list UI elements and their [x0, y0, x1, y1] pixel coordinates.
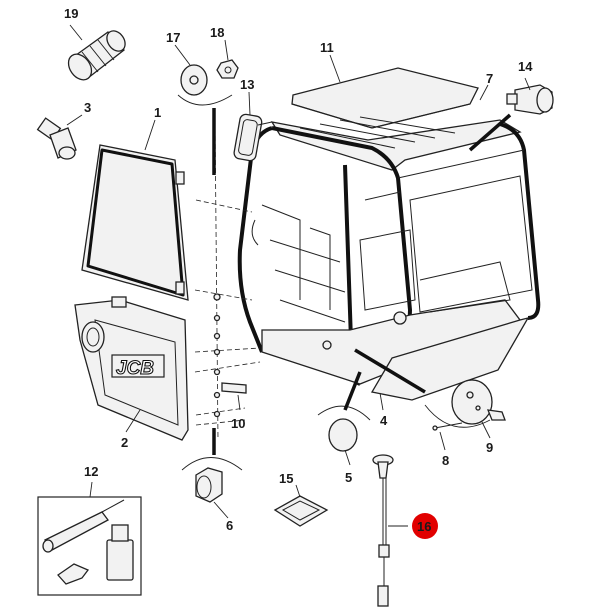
callout-7: 7 — [486, 71, 493, 86]
part-17-washer — [177, 64, 233, 106]
callout-8: 8 — [442, 453, 449, 468]
callout-11: 11 — [320, 40, 334, 55]
logo-text: JCB — [116, 358, 154, 379]
callout-4: 4 — [380, 413, 388, 428]
callout-1: 1 — [154, 105, 161, 120]
callout-13: 13 — [240, 77, 254, 92]
door-glass — [81, 144, 189, 301]
part-16-cable — [372, 454, 394, 607]
callout-16: 16 — [417, 519, 431, 534]
highlight-circle — [412, 513, 438, 539]
callout-17: 17 — [166, 30, 180, 45]
part-10-bracket — [221, 382, 247, 394]
leader-lines — [66, 24, 531, 527]
callout-18: 18 — [210, 25, 224, 40]
door-panel: JCB — [74, 296, 189, 441]
part-19-grommet — [67, 30, 126, 81]
callout-3: 3 — [84, 100, 91, 115]
part-12-adhesive-kit — [37, 496, 142, 596]
part-5-cap — [317, 405, 371, 452]
callout-2: 2 — [121, 435, 128, 450]
callout-19: 19 — [64, 6, 78, 21]
callout-6: 6 — [226, 518, 233, 533]
part-14-wiper-motor — [506, 84, 554, 115]
part-6-bushing — [181, 457, 243, 503]
callout-14: 14 — [518, 59, 533, 74]
rear-lower-panel — [370, 316, 530, 401]
callout-15: 15 — [279, 471, 293, 486]
side-window — [409, 175, 533, 313]
part-3-fitting — [36, 117, 77, 160]
callout-10: 10 — [231, 416, 245, 431]
part-9-round-cover — [424, 379, 506, 428]
callout-12: 12 — [84, 464, 98, 479]
part-13-mirror — [233, 113, 273, 162]
part-15-seal — [273, 495, 329, 527]
callout-9: 9 — [486, 440, 493, 455]
callout-5: 5 — [345, 470, 352, 485]
roof-panel — [291, 67, 479, 129]
callout-numbers: 19 3 1 2 17 18 13 11 7 14 10 4 5 6 15 8 … — [64, 6, 533, 539]
part-8-pin — [432, 422, 463, 431]
cab-frame — [237, 67, 541, 401]
part-18-nut — [216, 59, 239, 79]
hinge-dot-lines — [194, 119, 261, 441]
callout-16-highlight[interactable]: 16 — [412, 513, 438, 539]
roof-frame — [270, 119, 522, 171]
door-logo: JCB — [111, 354, 165, 380]
